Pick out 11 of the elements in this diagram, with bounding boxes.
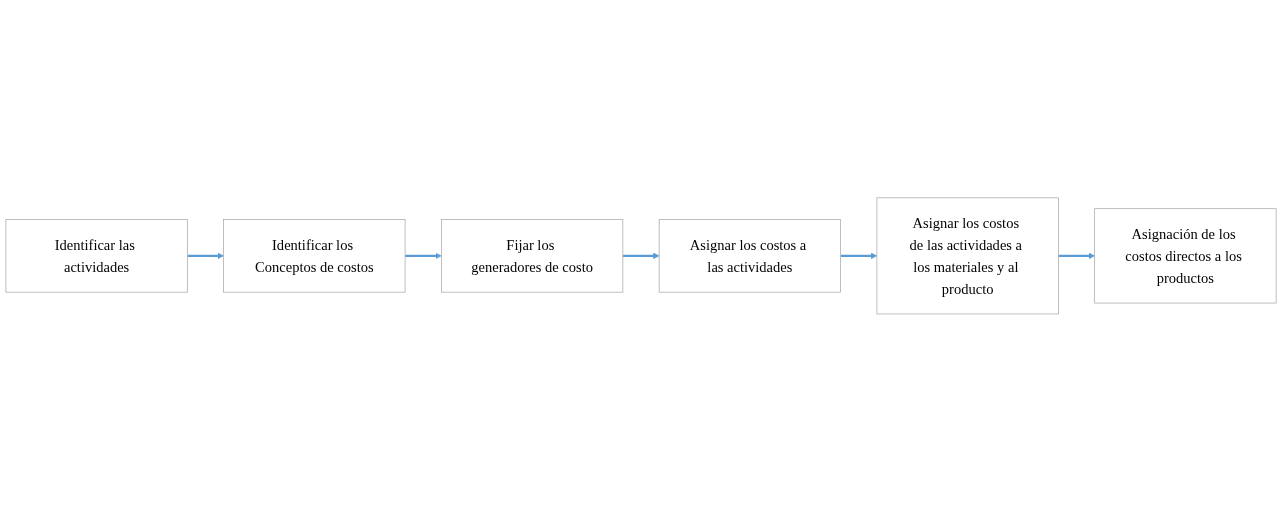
arrow bbox=[1058, 252, 1095, 259]
node-box: Identificar los Conceptos de costos bbox=[223, 218, 406, 293]
node-box: Asignar los costos de las actividades a los materiales y al producto bbox=[876, 197, 1059, 314]
arrow bbox=[405, 252, 442, 259]
node-box: Asignar los costos a las actividades bbox=[658, 218, 841, 293]
node-box: Identificar las actividades bbox=[5, 218, 188, 293]
arrow bbox=[187, 252, 224, 259]
arrow bbox=[622, 252, 660, 259]
node-box: Fijar los generadores de costo bbox=[441, 218, 624, 293]
node-box: Asignación de los costos directos a los productos bbox=[1094, 207, 1277, 304]
arrow bbox=[840, 252, 878, 259]
